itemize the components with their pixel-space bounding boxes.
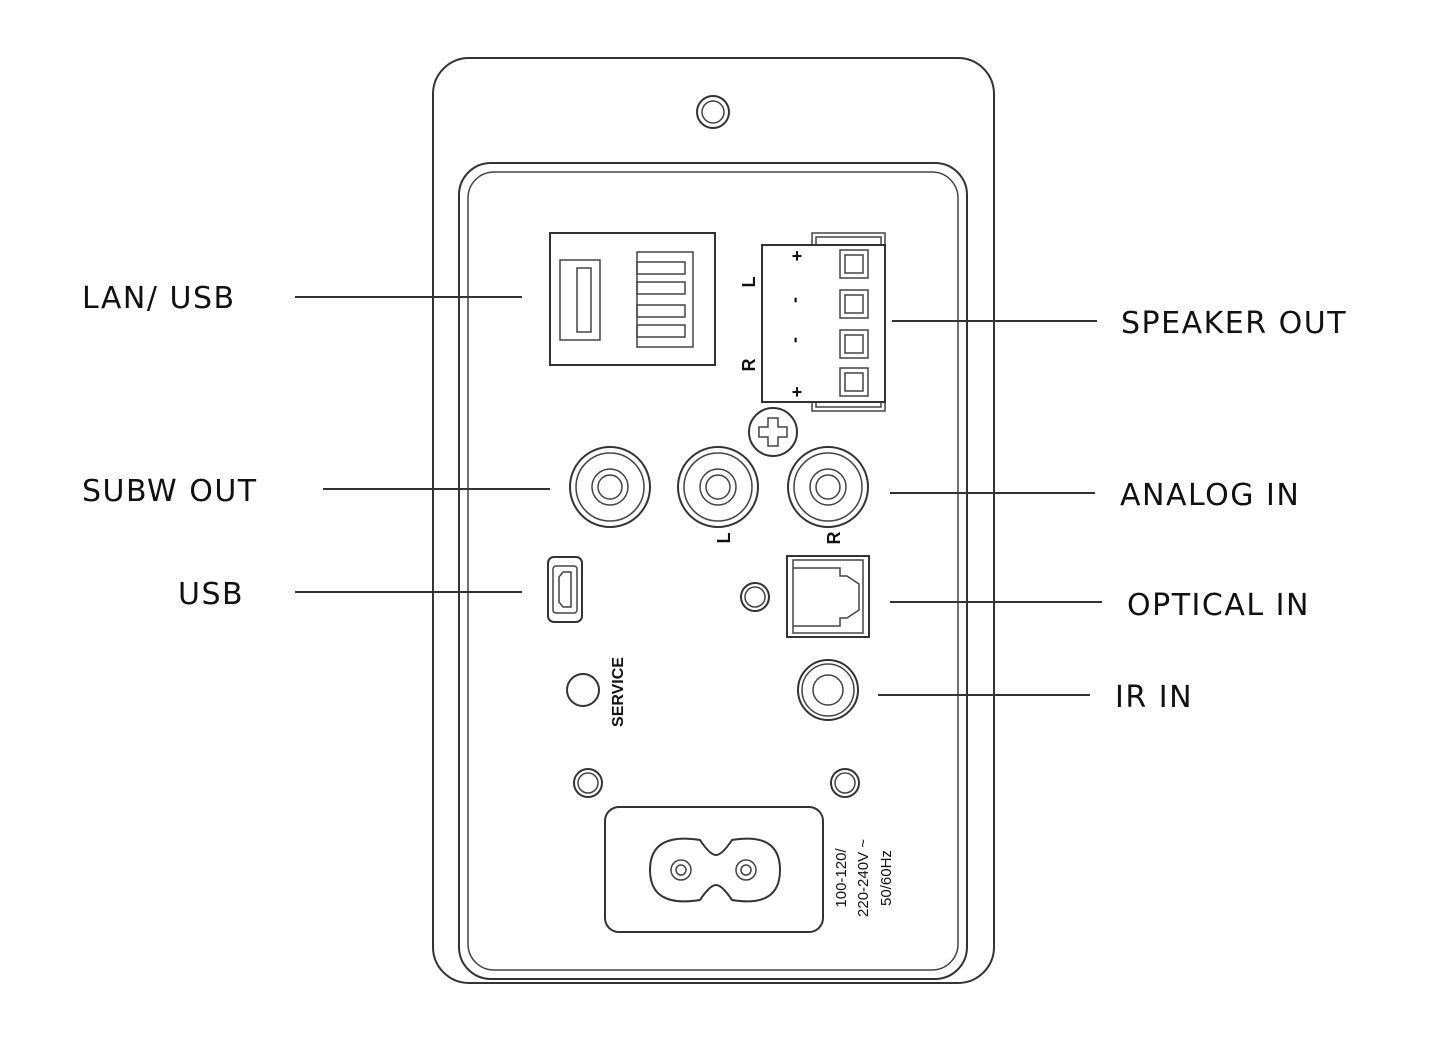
analog-in-left-jack — [677, 446, 759, 528]
terminal-screw-icon — [748, 407, 798, 457]
speaker-terminal: L R + - - + — [739, 232, 886, 412]
service-button — [566, 673, 600, 707]
callout-analog-in: ANALOG IN — [1120, 478, 1300, 513]
optical-in-port — [786, 555, 870, 638]
polarity-3: - — [787, 337, 807, 343]
service-label: SERVICE — [610, 657, 627, 727]
top-mounting-screw — [696, 95, 730, 129]
callout-ir-in: IR IN — [1115, 680, 1193, 715]
lan-usb-port — [549, 232, 716, 366]
inner-panel-edge — [467, 171, 959, 971]
callout-lan-usb: LAN/ USB — [82, 281, 236, 316]
outer-housing — [432, 57, 995, 984]
subwoofer-out-jack — [569, 446, 651, 528]
inner-panel — [458, 162, 968, 980]
power-inlet — [604, 806, 824, 933]
ir-in-jack — [797, 659, 859, 721]
mini-usb-port — [547, 556, 583, 623]
power-rating-line-1: 100-120/ — [833, 848, 850, 908]
power-rating-line-3: 50/60Hz — [878, 850, 895, 906]
callout-optical-in: OPTICAL IN — [1127, 588, 1310, 623]
lower-right-screw — [830, 768, 860, 798]
analog-in-right-jack — [787, 446, 869, 528]
status-led — [740, 582, 770, 612]
polarity-2: - — [787, 297, 807, 303]
callout-speaker-out: SPEAKER OUT — [1121, 306, 1347, 341]
callout-usb: USB — [178, 577, 244, 612]
speaker-right-label: R — [739, 359, 759, 372]
power-rating-line-2: 220-240V ~ — [855, 839, 872, 917]
speaker-left-label: L — [739, 277, 759, 288]
polarity-4: + — [792, 382, 803, 402]
lower-left-screw — [573, 768, 603, 798]
polarity-1: + — [792, 246, 803, 266]
callout-subw-out: SUBW OUT — [82, 474, 258, 509]
analog-right-label: R — [824, 532, 844, 545]
analog-left-label: L — [714, 533, 734, 544]
